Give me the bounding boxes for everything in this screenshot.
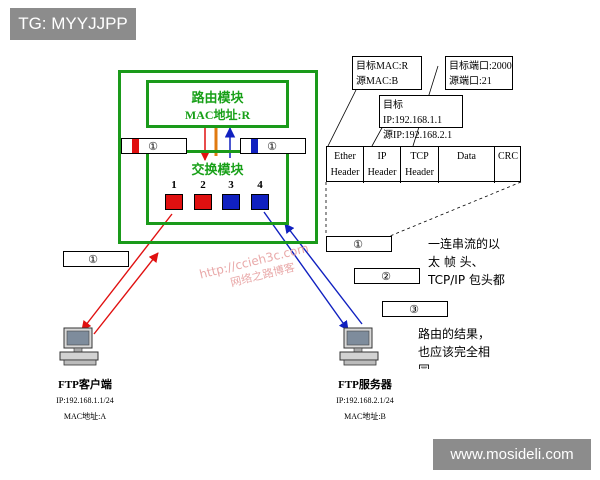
frame-box-left: ① xyxy=(121,138,187,154)
switch-module-box: 交换模块 xyxy=(146,150,289,225)
watermark-label: www.mosideli.com xyxy=(433,439,591,470)
stream-frame-2-label: ② xyxy=(381,271,391,283)
port-number-4: 4 xyxy=(257,179,263,191)
port-2 xyxy=(194,194,212,210)
header-crc: CRC xyxy=(497,151,518,162)
frame-label-right: ① xyxy=(267,141,277,153)
client-name: FTP客户端 xyxy=(58,379,112,391)
port-number-3: 3 xyxy=(228,179,234,191)
callout-mac xyxy=(327,89,357,147)
stream-frame-3-label: ③ xyxy=(409,304,419,316)
port-1 xyxy=(165,194,183,210)
description-routing: 路由的结果， 也应该完全相 同 xyxy=(418,327,491,369)
tag-label: TG: MYYJJPP xyxy=(10,8,136,40)
client-ip: IP:192.168.1.1/24 xyxy=(56,396,114,405)
dashed-line-right xyxy=(389,181,522,237)
port-3 xyxy=(222,194,240,210)
client-frame-label: ① xyxy=(88,254,98,266)
router-module-box: 路由模块 MAC地址:R xyxy=(146,80,289,128)
server-mac: MAC地址:B xyxy=(344,412,386,421)
callout-ip xyxy=(371,125,384,147)
description-stream: 一连串流的以 太 帧 头、 TCP/IP 包头都 相同 xyxy=(428,237,505,287)
router-mac-label: MAC地址:R xyxy=(184,108,251,122)
stream-frame-2: ② xyxy=(354,268,420,284)
stream-frame-1-label: ① xyxy=(353,239,363,251)
router-module-title: 路由模块 xyxy=(191,90,244,105)
port-number-1: 1 xyxy=(171,179,177,191)
frame-box-right: ① xyxy=(240,138,306,154)
device-outer-box xyxy=(118,70,318,244)
frame-marker-red xyxy=(132,139,139,153)
server-computer-icon xyxy=(339,327,379,366)
server-line-in xyxy=(263,211,349,331)
switch-module-title: 交换模块 xyxy=(191,162,244,177)
client-frame-box: ① xyxy=(63,251,129,267)
server-ip: IP:192.168.2.1/24 xyxy=(336,396,394,405)
client-line-in xyxy=(93,252,159,335)
server-line-out xyxy=(284,223,363,325)
header-data: Data xyxy=(439,147,495,183)
client-line-out xyxy=(81,213,173,331)
client-computer-icon xyxy=(59,327,99,366)
frame-marker-blue xyxy=(251,139,258,153)
stream-frame-1: ① xyxy=(326,236,392,252)
frame-label-left: ① xyxy=(148,141,158,153)
port-4 xyxy=(251,194,269,210)
port-number-2: 2 xyxy=(200,179,206,191)
server-name: FTP服务器 xyxy=(338,379,392,391)
stream-frame-3: ③ xyxy=(382,301,448,317)
client-mac: MAC地址:A xyxy=(63,412,107,421)
